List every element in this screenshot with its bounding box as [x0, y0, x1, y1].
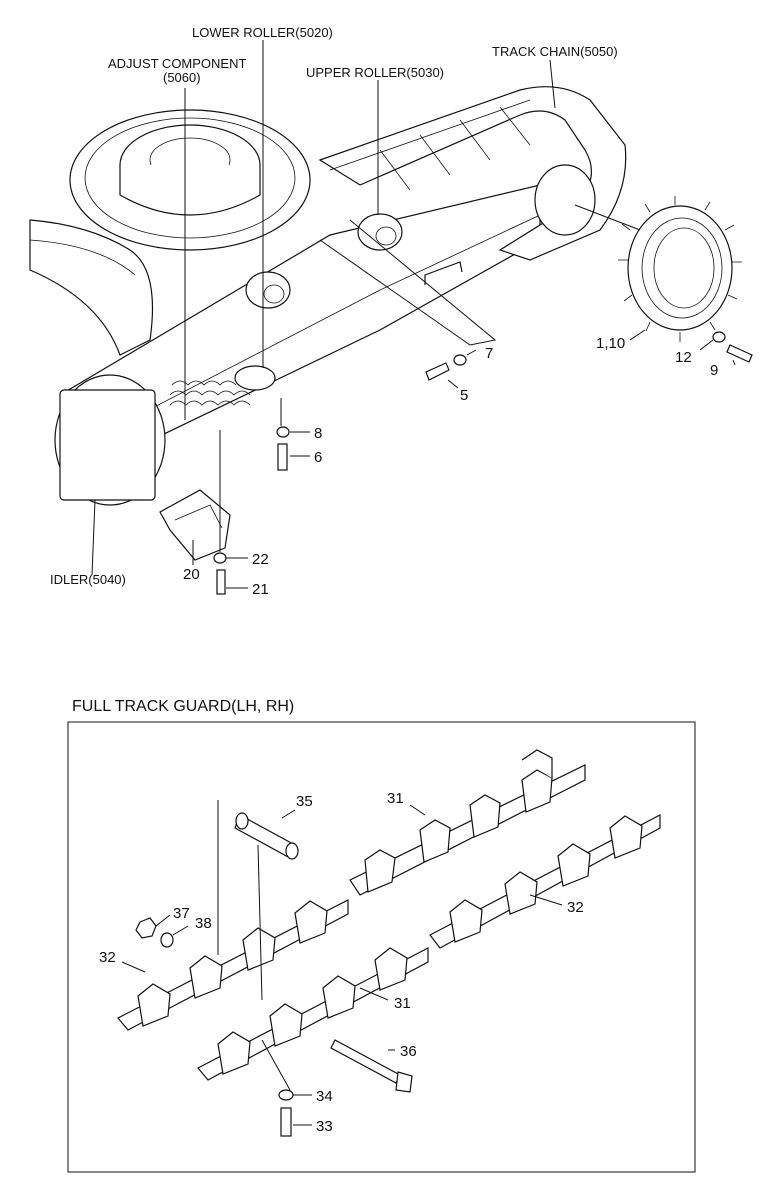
- guard-rail-32-left: [117, 899, 349, 1031]
- callout-5: 5: [460, 387, 468, 404]
- guard-bracket: [159, 489, 231, 561]
- label-adjust-component: ADJUST COMPONENT: [108, 56, 246, 71]
- long-bolt-36: [330, 1039, 413, 1093]
- track-guard-parts: [117, 749, 661, 1137]
- label-upper-roller: UPPER ROLLER(5030): [306, 65, 444, 80]
- upper-roller: [245, 213, 403, 309]
- callout-7: 7: [485, 345, 493, 362]
- washer-34: [278, 1089, 294, 1101]
- track-chain: [318, 86, 627, 261]
- callout-8: 8: [314, 425, 322, 442]
- callout-34: 34: [316, 1088, 333, 1105]
- bolt-6: [277, 443, 288, 471]
- washer-38: [160, 932, 174, 948]
- callout-33: 33: [316, 1118, 333, 1135]
- guard-rail-31-upper: [349, 749, 586, 896]
- callout-6: 6: [314, 449, 322, 466]
- car-body-frame: [29, 219, 154, 356]
- swing-bearing: [69, 109, 311, 251]
- callout-36: 36: [400, 1043, 417, 1060]
- guard-rail-31-lower: [197, 947, 429, 1081]
- callout-31-lower: 31: [394, 995, 411, 1012]
- lower-roller: [234, 365, 276, 391]
- callout-12: 12: [675, 349, 692, 366]
- bolt-21: [216, 569, 226, 595]
- callout-38: 38: [195, 915, 212, 932]
- nut-37: [135, 917, 157, 939]
- guard-title: FULL TRACK GUARD(LH, RH): [72, 698, 294, 715]
- callout-35: 35: [296, 793, 313, 810]
- label-track-chain: TRACK CHAIN(5050): [492, 44, 618, 59]
- bolt-5: [425, 362, 450, 381]
- callout-31-upper: 31: [387, 790, 404, 807]
- callout-20: 20: [183, 566, 200, 583]
- grab-handle: [424, 261, 463, 285]
- label-adjust-component-code: (5060): [163, 70, 201, 85]
- label-idler: IDLER(5040): [50, 572, 126, 587]
- guard-rail-32-right: [429, 814, 661, 949]
- washer-7: [453, 354, 467, 366]
- callout-32-right: 32: [567, 899, 584, 916]
- washer-8: [276, 426, 290, 438]
- washer-12: [712, 331, 726, 343]
- sprocket: [618, 196, 742, 342]
- bolt-33: [280, 1107, 292, 1137]
- guard-detail-frame: [67, 721, 696, 1173]
- undercarriage-assembly: [29, 40, 753, 595]
- callout-37: 37: [173, 905, 190, 922]
- bolt-9: [726, 344, 753, 363]
- idler-wheel: [54, 374, 166, 506]
- label-lower-roller: LOWER ROLLER(5020): [192, 25, 333, 40]
- callout-1-10: 1,10: [596, 335, 625, 352]
- callout-9: 9: [710, 362, 718, 379]
- washer-22: [213, 552, 227, 564]
- callout-32-left: 32: [99, 949, 116, 966]
- callout-21: 21: [252, 581, 269, 598]
- callout-22: 22: [252, 551, 269, 568]
- spacer-pipe-35: [234, 812, 299, 860]
